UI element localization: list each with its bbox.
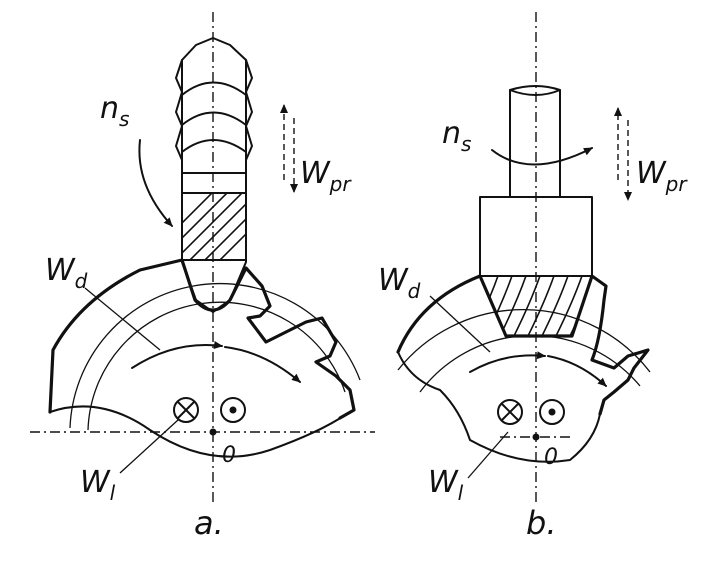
tool-hatching-a: [182, 193, 246, 260]
break-line-a: [49, 405, 346, 458]
label-ns-a: ns: [100, 91, 129, 131]
tool-shaft-top-b: [509, 89, 561, 96]
tool-shaft-b: [509, 85, 561, 198]
panel-a: ns Wpr Wd Wl 0 a.: [30, 12, 375, 542]
gear-rotation-arrow-2-a: [224, 346, 301, 383]
spindle-rotation-arrow-b: [491, 147, 593, 166]
leader-wl-b: [467, 431, 509, 479]
tool-cutter-b: [479, 275, 593, 337]
tool-edge-left-a: [175, 59, 183, 161]
label-wpr-a: Wpr: [300, 156, 352, 196]
gear-rotation-arrow-1-b: [469, 351, 546, 373]
center-point-a: [209, 428, 217, 436]
gear-rotation-arrow-2-b: [547, 355, 607, 387]
label-center-b: 0: [544, 445, 558, 470]
tool-tooth-2-a: [181, 111, 247, 126]
label-wpr-b: Wpr: [636, 156, 688, 196]
out-of-page-symbol-b: [539, 399, 565, 425]
center-point-b: [532, 433, 540, 441]
label-center-a: 0: [222, 443, 236, 468]
into-page-symbol-b: [497, 399, 523, 425]
leader-wd-a: [84, 287, 161, 351]
pitch-circle-b: [397, 308, 651, 373]
tool-hatching-b: [480, 276, 592, 336]
out-of-page-symbol-a: [220, 397, 246, 423]
gear-outline-a: [48, 258, 356, 420]
label-wl-a: Wl: [80, 465, 116, 505]
label-wd-b: Wd: [378, 263, 421, 303]
caption-b: b.: [526, 504, 556, 542]
spindle-rotation-arrow-a: [138, 139, 173, 227]
label-wd-a: Wd: [45, 253, 88, 293]
gear-rotation-arrow-1-a: [131, 341, 223, 369]
into-page-symbol-a: [173, 397, 199, 423]
tool-body-a: [181, 37, 247, 313]
tool-tooth-1-a: [181, 81, 247, 96]
gear-outline-b: [396, 274, 650, 416]
caption-a: a.: [194, 504, 224, 542]
label-ns-b: ns: [442, 116, 471, 156]
label-wl-b: Wl: [428, 465, 464, 505]
tool-edge-right-a: [245, 59, 253, 161]
leader-wd-b: [429, 295, 491, 353]
panel-b: ns Wpr Wd Wl 0 b.: [378, 12, 688, 542]
leader-wl-a: [119, 419, 179, 474]
break-line-b: [397, 351, 601, 463]
tool-tooth-3-a: [181, 139, 247, 153]
